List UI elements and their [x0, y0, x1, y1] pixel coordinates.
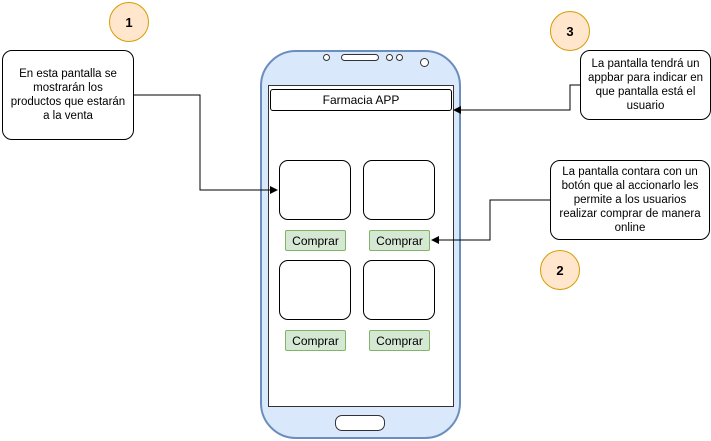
phone-camera-dot: [420, 58, 429, 67]
step-badge-1: 1: [109, 2, 149, 42]
product-card[interactable]: [279, 160, 351, 220]
app-bar: Farmacia APP: [270, 89, 452, 111]
product-card[interactable]: [363, 260, 435, 320]
app-bar-title: Farmacia APP: [322, 93, 400, 107]
buy-button[interactable]: Comprar: [369, 230, 430, 251]
product-card[interactable]: [279, 260, 351, 320]
note-appbar: La pantalla tendrá un appbar para indica…: [580, 50, 711, 120]
phone-speaker: [341, 54, 379, 61]
phone-sensor-dot: [323, 54, 330, 61]
step-badge-2: 2: [540, 250, 580, 290]
buy-button[interactable]: Comprar: [285, 330, 346, 351]
note-products-screen: En esta pantalla se mostrarán los produc…: [2, 50, 134, 140]
note-buy-button: La pantalla contara con un botón que al …: [550, 160, 710, 240]
step-badge-3: 3: [550, 11, 590, 51]
arrow-note-to-appbar: [453, 84, 580, 114]
phone-sensor-dot: [396, 54, 403, 61]
phone-sensor-dot: [386, 54, 393, 61]
arrow-note-to-products: [134, 94, 278, 194]
product-card[interactable]: [363, 160, 435, 220]
buy-button[interactable]: Comprar: [369, 330, 430, 351]
phone-home-button[interactable]: [335, 415, 385, 431]
arrow-note-to-buy-button: [431, 199, 550, 244]
buy-button[interactable]: Comprar: [285, 230, 346, 251]
